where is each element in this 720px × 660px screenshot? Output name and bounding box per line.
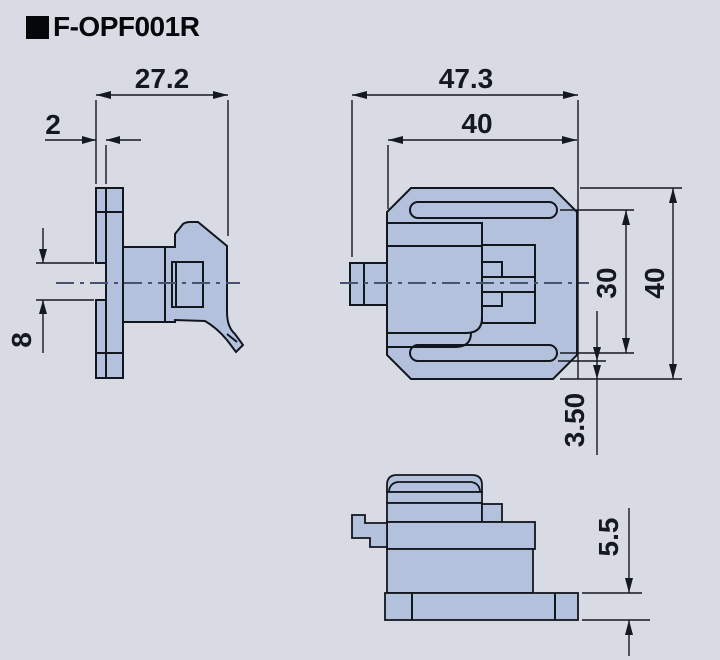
top-lower-block	[386, 548, 534, 594]
side-body-block	[122, 246, 166, 323]
dim-front-slot-spacing: 30	[591, 267, 622, 298]
side-clamp-screw-detail	[171, 261, 204, 308]
top-mid-band	[386, 521, 536, 550]
dim-front-overall-height: 40	[639, 267, 670, 298]
top-base-plate	[384, 592, 579, 621]
dim-front-mount-width: 40	[461, 108, 492, 139]
top-left-tab	[351, 514, 388, 548]
dim-side-slot-height: 8	[6, 332, 37, 348]
dim-front-overall-width: 47.3	[439, 63, 494, 94]
front-view-drawing: 47.3 40 40 30 3.50	[340, 63, 682, 455]
part-title: F-OPF001R	[26, 11, 200, 43]
dim-front-slot-width: 3.50	[559, 393, 590, 448]
top-view-drawing: 5.5	[351, 474, 650, 656]
dim-side-plate-thickness: 2	[45, 109, 61, 140]
dim-top-base-thickness: 5.5	[593, 518, 624, 557]
dim-side-overall-depth: 27.2	[135, 63, 190, 94]
front-bottom-slot	[409, 344, 558, 362]
top-cap-band	[386, 491, 483, 504]
front-top-slot	[409, 201, 558, 219]
top-right-step	[481, 503, 503, 523]
side-view-drawing: 27.2 2 8	[6, 63, 245, 379]
top-upper-block	[386, 502, 483, 523]
title-square-bullet-icon	[26, 15, 49, 39]
part-number: F-OPF001R	[53, 11, 200, 42]
top-cap	[386, 474, 483, 493]
